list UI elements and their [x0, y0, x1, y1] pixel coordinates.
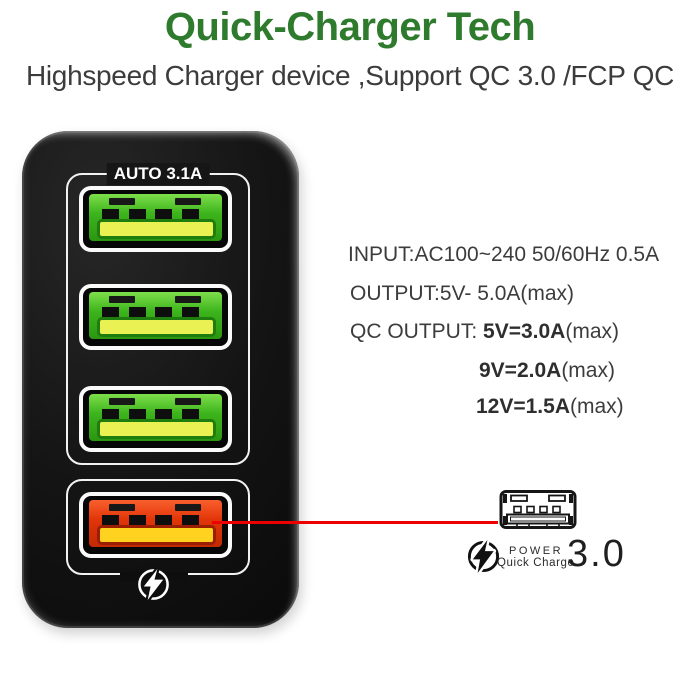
usb-port-1 [79, 186, 232, 252]
usb-tongue [97, 317, 216, 337]
spec-input: INPUT:AC100~240 50/60Hz 0.5A [348, 243, 660, 266]
spec-qc-output-9v: 9V=2.0A(max) [479, 359, 615, 382]
quick-charge-logo-icon [467, 539, 500, 574]
page-subtitle: Highspeed Charger device ,Support QC 3.0… [25, 60, 675, 91]
usb-connector [89, 194, 222, 241]
qc-logo-version: 3.0 [567, 533, 626, 575]
usb-port-2 [79, 284, 232, 350]
spec-qc-output-12v: 12V=1.5A(max) [476, 395, 624, 418]
page-title: Quick-Charger Tech [164, 5, 536, 49]
auto-amperage-label: AUTO 3.1A [106, 163, 210, 185]
quick-charge-bolt-icon [138, 567, 169, 602]
spec-qc-output-5v: QC OUTPUT: 5V=3.0A(max) [350, 320, 619, 343]
qc-logo-power-text: POWER [509, 545, 564, 557]
charger-device: AUTO 3.1A [22, 131, 299, 628]
usb-connector [89, 394, 222, 441]
usb-port-3 [79, 386, 232, 452]
usb-connector [89, 500, 222, 547]
quick-charge-port [79, 492, 232, 558]
usb-receptacle-icon [499, 490, 577, 529]
usb-tongue [97, 219, 216, 239]
port-group-frame: AUTO 3.1A [66, 163, 250, 465]
qc-logo-quickcharge-text: Quick Charge [497, 557, 575, 569]
spec-output: OUTPUT:5V- 5.0A(max) [350, 282, 575, 305]
usb-connector [89, 292, 222, 339]
connection-line [212, 521, 498, 524]
usb-tongue [97, 525, 216, 545]
usb-tongue [97, 419, 216, 439]
